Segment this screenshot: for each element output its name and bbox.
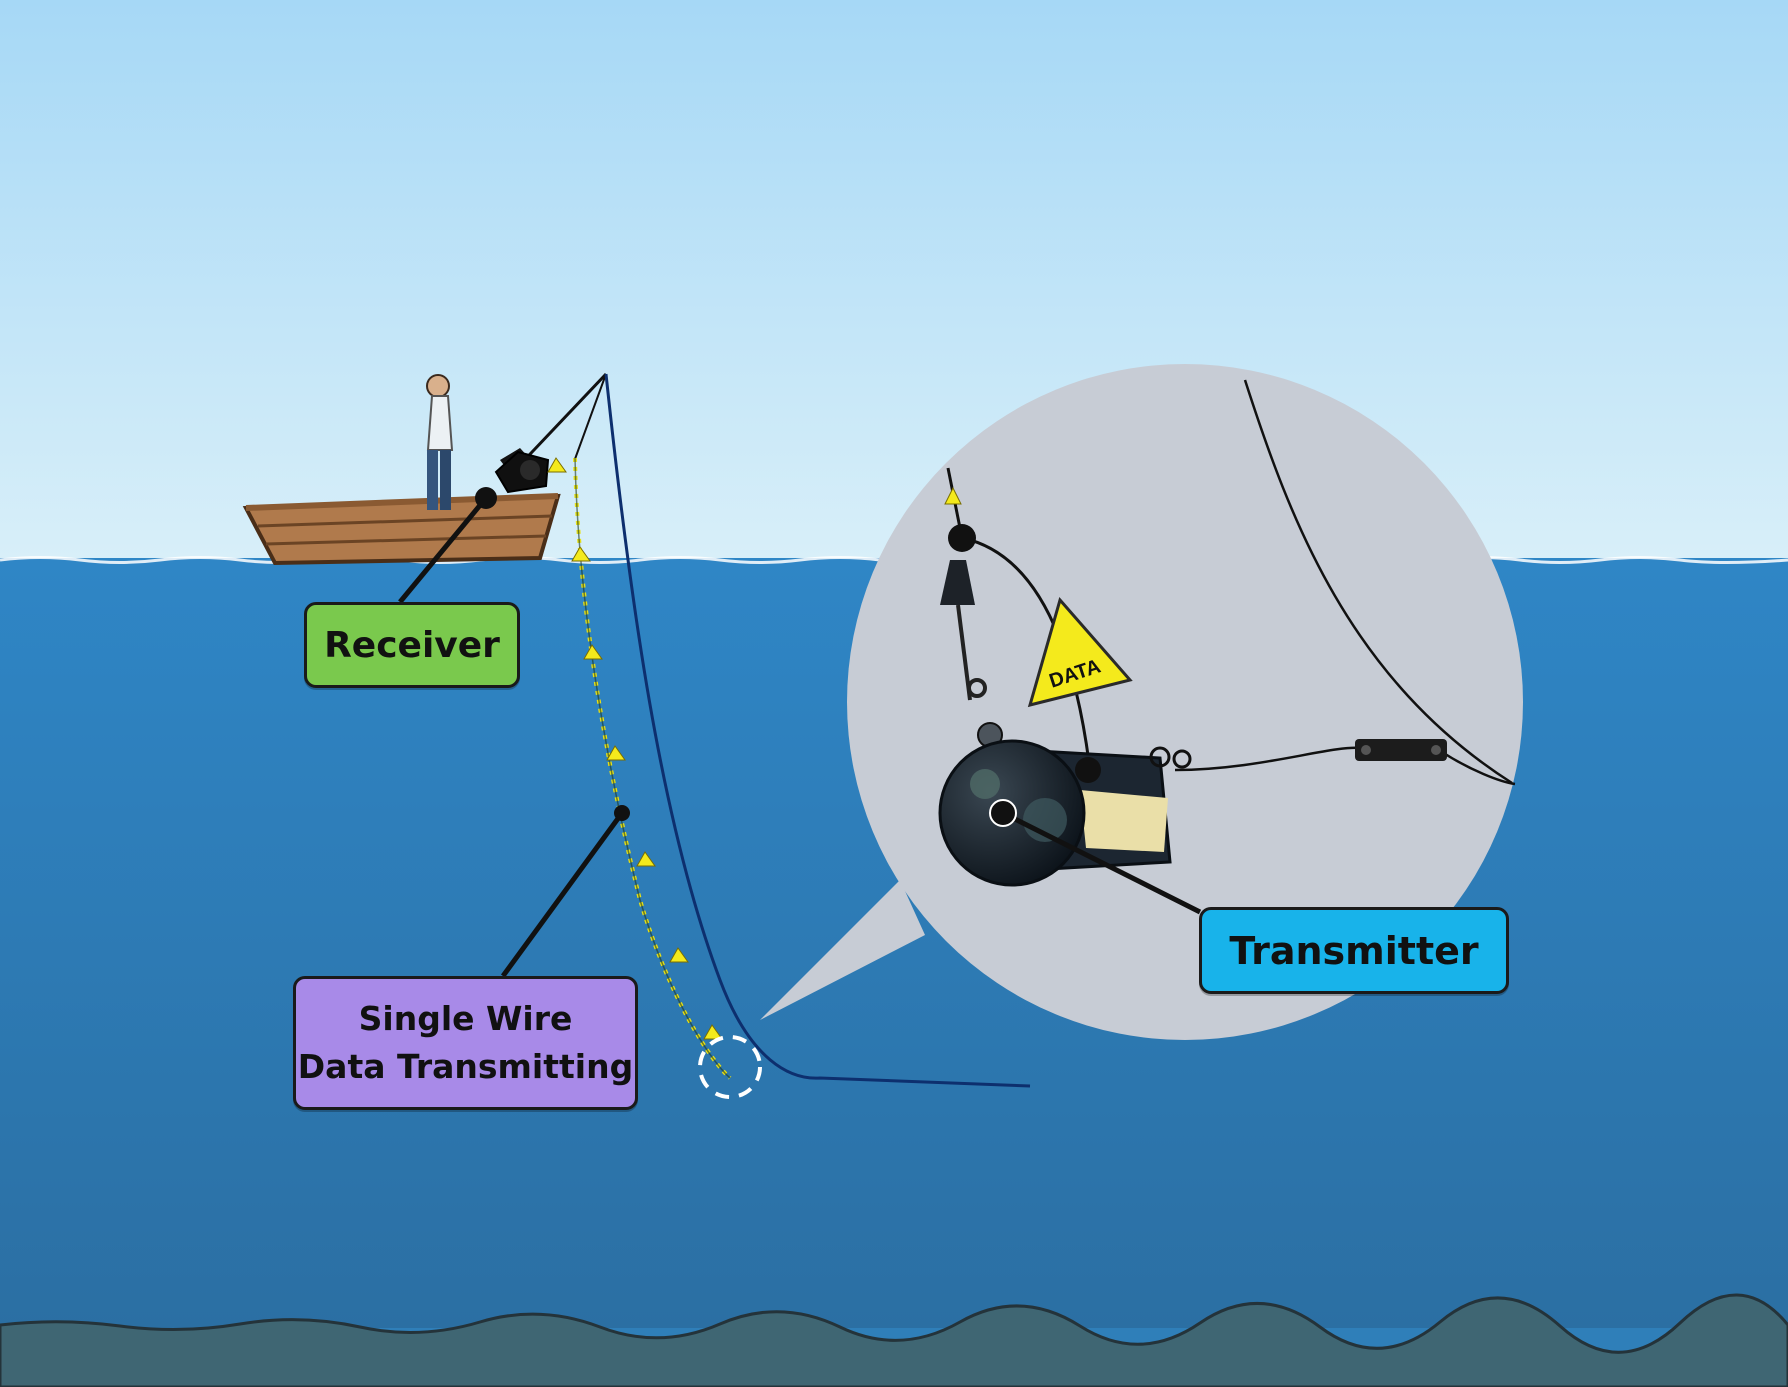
receiver-reel-icon bbox=[494, 450, 550, 494]
callout-connectors bbox=[398, 487, 1202, 978]
transmitter-location-marker bbox=[698, 1035, 762, 1099]
single-wire-label: Single Wire Data Transmitting bbox=[293, 976, 638, 1110]
boat bbox=[242, 493, 561, 566]
single-wire-label-line1: Single Wire bbox=[358, 999, 573, 1038]
receiver-label: Receiver bbox=[304, 602, 520, 688]
seabed bbox=[0, 1293, 1788, 1387]
data-tag: DATA bbox=[1027, 596, 1133, 708]
fisherman-figure bbox=[426, 374, 454, 510]
data-flow-arrows bbox=[547, 457, 723, 1040]
fishing-line bbox=[604, 373, 1031, 1088]
single-wire-label-line2: Data Transmitting bbox=[297, 1047, 634, 1086]
transmitter-label: Transmitter bbox=[1199, 907, 1509, 994]
sky bbox=[0, 0, 1788, 560]
